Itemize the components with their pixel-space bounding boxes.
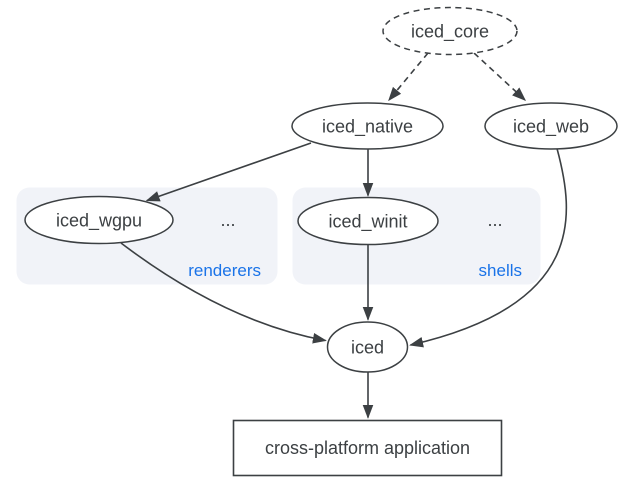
cluster-shells-ellipsis: ... bbox=[487, 210, 502, 230]
edge-iced_native-iced_wgpu bbox=[145, 142, 312, 202]
node-iced_native-label: iced_native bbox=[322, 117, 413, 138]
edge-iced_web-iced bbox=[409, 148, 568, 348]
node-cross-platform-application-shape bbox=[232, 419, 503, 477]
node-iced_native: iced_native bbox=[291, 102, 444, 150]
cluster-renderers-label: renderers bbox=[188, 261, 261, 280]
node-iced_native-shape bbox=[291, 102, 444, 150]
node-iced_winit-shape bbox=[297, 196, 439, 246]
node-cross-platform-application: cross-platform application bbox=[232, 419, 503, 477]
node-iced_web: iced_web bbox=[484, 102, 618, 150]
edge-iced_wgpu-iced bbox=[120, 242, 327, 344]
node-iced_web-shape bbox=[484, 102, 618, 150]
node-iced_wgpu-shape bbox=[24, 195, 174, 245]
node-iced_wgpu-label: iced_wgpu bbox=[56, 211, 142, 232]
cluster-shells-label: shells bbox=[479, 261, 522, 280]
node-iced_core-label: iced_core bbox=[411, 22, 489, 43]
node-iced-label: iced bbox=[351, 338, 384, 358]
node-iced-shape bbox=[326, 321, 409, 373]
node-iced_winit: iced_winit bbox=[297, 196, 439, 246]
node-iced_core-shape bbox=[382, 6, 518, 56]
node-iced_winit-label: iced_winit bbox=[328, 212, 407, 233]
node-iced_web-label: iced_web bbox=[513, 117, 589, 138]
edge-iced_core-iced_web bbox=[473, 52, 527, 101]
edge-iced_core-iced_native bbox=[388, 52, 429, 102]
cluster-renderers-ellipsis: ... bbox=[220, 210, 235, 230]
node-iced_wgpu: iced_wgpu bbox=[24, 195, 174, 245]
node-iced: iced bbox=[326, 321, 409, 373]
node-iced_core: iced_core bbox=[382, 6, 518, 56]
node-cross-platform-application-label: cross-platform application bbox=[265, 438, 470, 458]
